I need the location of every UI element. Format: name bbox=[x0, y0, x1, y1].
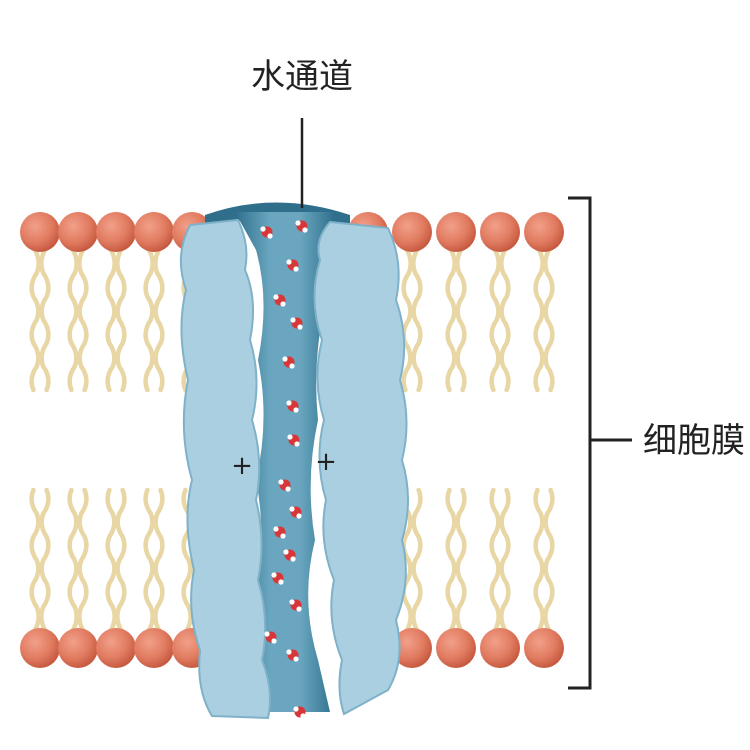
water-molecule-icon bbox=[271, 572, 284, 585]
water-molecule-icon bbox=[286, 400, 299, 413]
phospholipid-icon bbox=[134, 212, 174, 393]
water-molecule-icon bbox=[260, 226, 273, 239]
aquaporin-channel: + + bbox=[179, 202, 409, 720]
phospholipid-icon bbox=[392, 212, 432, 393]
water-molecules bbox=[260, 220, 308, 719]
water-molecule-icon bbox=[289, 599, 302, 612]
charge-sign-right: + bbox=[315, 447, 337, 477]
lipid-layer-top bbox=[20, 212, 564, 393]
water-molecule-icon bbox=[273, 526, 286, 539]
water-molecule-icon bbox=[282, 356, 295, 369]
phospholipid-icon bbox=[436, 487, 476, 668]
water-molecule-icon bbox=[286, 649, 299, 662]
water-molecule-icon bbox=[289, 506, 302, 519]
water-molecule-icon bbox=[283, 549, 296, 562]
charge-sign-left: + bbox=[231, 451, 253, 481]
membrane-bracket bbox=[568, 196, 632, 690]
water-molecule-icon bbox=[295, 220, 308, 233]
phospholipid-icon bbox=[58, 487, 98, 668]
phospholipid-icon bbox=[96, 487, 136, 668]
lipid-layer-bottom bbox=[20, 487, 564, 668]
water-molecule-icon bbox=[286, 259, 299, 272]
phospholipid-icon bbox=[436, 212, 476, 393]
water-molecule-icon bbox=[290, 317, 303, 330]
phospholipid-icon bbox=[20, 487, 60, 668]
phospholipid-icon bbox=[524, 487, 564, 668]
channel-protein-right bbox=[313, 220, 409, 716]
phospholipid-icon bbox=[524, 212, 564, 393]
channel-label: 水通道 bbox=[251, 57, 353, 97]
channel-protein-left bbox=[179, 218, 271, 720]
water-molecule-icon bbox=[278, 479, 291, 492]
water-molecule-icon bbox=[273, 294, 286, 307]
water-molecule-icon bbox=[293, 706, 306, 719]
water-molecule-icon bbox=[287, 434, 300, 447]
phospholipid-icon bbox=[392, 487, 432, 668]
water-molecule-icon bbox=[264, 631, 277, 644]
phospholipid-icon bbox=[58, 212, 98, 393]
phospholipid-icon bbox=[20, 212, 60, 393]
membrane-label: 细胞膜 bbox=[643, 421, 745, 461]
phospholipid-icon bbox=[480, 212, 520, 393]
phospholipid-icon bbox=[480, 487, 520, 668]
phospholipid-icon bbox=[134, 487, 174, 668]
phospholipid-icon bbox=[96, 212, 136, 393]
